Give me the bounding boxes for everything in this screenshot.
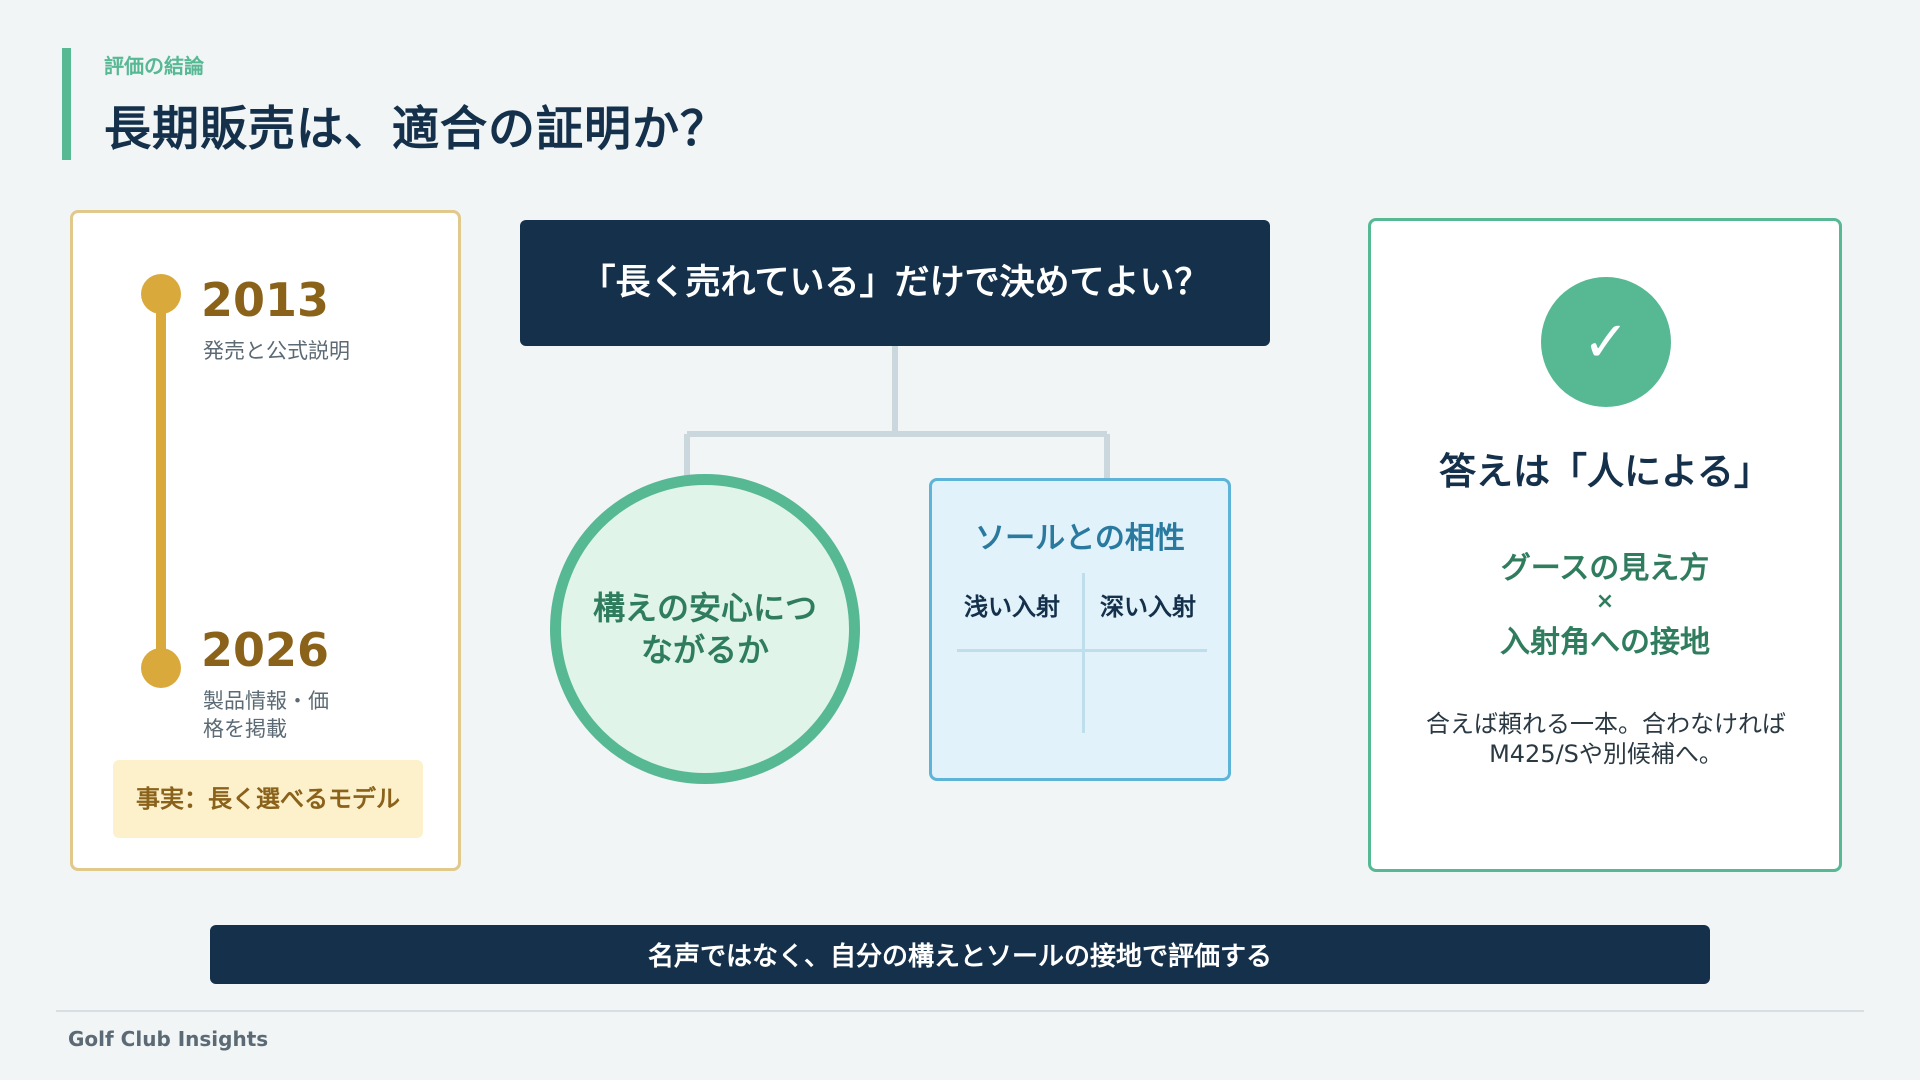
footer-divider — [56, 1010, 1864, 1012]
timeline-event-2026: 製品情報・価格を掲載 — [203, 689, 329, 741]
timeline-dot-2026 — [141, 648, 181, 688]
section-eyebrow: 評価の結論 — [104, 54, 204, 78]
answer-advice: 合えば頼れる一本。合わなければM425/Sや別候補へ。 — [1426, 710, 1786, 768]
check-icon: ✓ — [1541, 277, 1671, 407]
sole-compatibility-box: ソールとの相性 浅い入射 深い入射 — [929, 478, 1231, 781]
times-symbol: × — [1595, 589, 1615, 614]
title-accent-bar — [62, 48, 71, 160]
timeline-event-2013: 発売と公式説明 — [203, 339, 350, 363]
page-title: 長期販売は、適合の証明か？ — [104, 102, 728, 157]
footer-brand: Golf Club Insights — [68, 1027, 269, 1051]
fact-box: 事実：長く選べるモデル — [113, 760, 423, 838]
confidence-node: 構えの安心につながるか — [550, 474, 860, 784]
timeline-card: 2013 発売と公式説明 2026 製品情報・価格を掲載 事実：長く選べるモデル — [70, 210, 461, 871]
answer-title: 答えは「人による」 — [1439, 450, 1771, 493]
summary-banner: 名声ではなく、自分の構えとソールの接地で評価する — [210, 925, 1710, 984]
timeline-year-2013: 2013 — [201, 273, 330, 327]
timeline-dot-2013 — [141, 274, 181, 314]
answer-card: ✓ 答えは「人による」 グースの見え方 × 入射角への接地 合えば頼れる一本。合… — [1368, 218, 1842, 872]
deep-attack-label: 深い入射 — [1100, 593, 1196, 621]
question-box: 「長く売れている」だけで決めてよい？ — [520, 220, 1270, 346]
timeline-line — [156, 293, 166, 673]
factor-turf-contact: 入射角への接地 — [1500, 625, 1710, 660]
shallow-attack-label: 浅い入射 — [964, 593, 1060, 621]
timeline-year-2026: 2026 — [201, 623, 330, 677]
sole-compatibility-title: ソールとの相性 — [975, 521, 1185, 556]
grid-divider-vertical — [1082, 573, 1085, 733]
factor-goose-view: グースの見え方 — [1500, 551, 1710, 586]
grid-divider-horizontal — [957, 649, 1207, 652]
